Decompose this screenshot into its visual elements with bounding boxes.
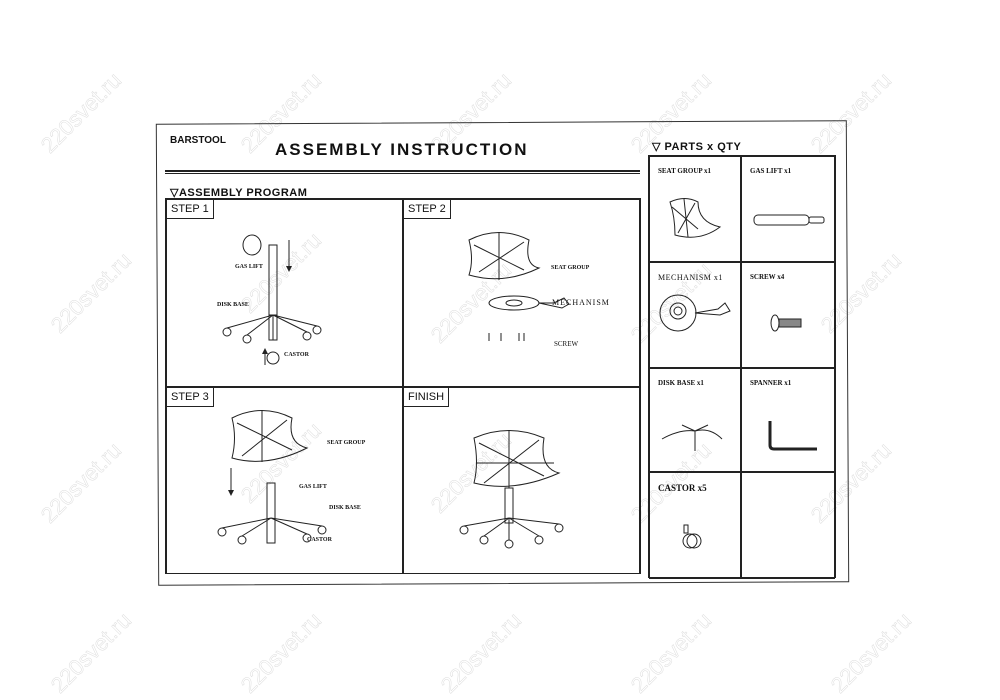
step-1-label: STEP 1 <box>167 200 214 219</box>
screw-icon <box>770 314 802 332</box>
gas-lift-icon <box>753 214 825 226</box>
callout-seat-group: SEAT GROUP <box>327 440 366 446</box>
callout-seat-group: SEAT GROUP <box>551 265 590 271</box>
part-mechanism: MECHANISM x1 <box>649 262 741 368</box>
brand-label: BARSTOOL <box>170 135 226 146</box>
step-3-cell: STEP 3 SEAT GROUP GAS LIFT DISK BASE CAS… <box>166 387 403 574</box>
triangle-icon: ▽ <box>652 141 665 153</box>
part-empty-cell <box>741 472 835 579</box>
step-3-illustration <box>217 410 327 545</box>
watermark-text: 220svet.ru <box>35 67 127 158</box>
step-2-cell: STEP 2 SEAT GROUP MECHANISM SCREW <box>403 199 640 387</box>
watermark-text: 220svet.ru <box>825 607 917 698</box>
step-2-illustration <box>468 232 570 341</box>
callout-mechanism: MECHANISM <box>552 298 610 307</box>
parts-grid: SEAT GROUP x1 GAS LIFT x1 MECHANISM x1 S… <box>648 155 836 579</box>
parts-heading: ▽ PARTS x QTY <box>652 141 742 153</box>
part-label: SCREW x4 <box>750 273 785 281</box>
part-label: GAS LIFT x1 <box>750 167 792 175</box>
part-label: DISK BASE x1 <box>658 379 704 387</box>
watermark-text: 220svet.ru <box>235 607 327 698</box>
callout-disk-base: DISK BASE <box>329 505 361 511</box>
part-disk-base: DISK BASE x1 <box>649 368 741 472</box>
part-label: MECHANISM x1 <box>658 273 723 282</box>
part-label: SEAT GROUP x1 <box>658 167 712 175</box>
mechanism-icon <box>659 294 731 332</box>
disk-base-icon <box>661 424 723 451</box>
part-label: SPANNER x1 <box>750 379 792 387</box>
assembly-program-heading: ▽ASSEMBLY PROGRAM <box>170 187 308 199</box>
part-castor: CASTOR x5 <box>649 472 741 579</box>
part-screw: SCREW x4 <box>741 262 835 368</box>
callout-castor: CASTOR <box>284 352 309 358</box>
step-3-label: STEP 3 <box>167 388 214 407</box>
watermark-text: 220svet.ru <box>435 607 527 698</box>
part-seat-group: SEAT GROUP x1 <box>649 156 741 262</box>
part-gas-lift: GAS LIFT x1 <box>741 156 835 262</box>
title-rule <box>165 170 640 174</box>
callout-gas-lift: GAS LIFT <box>299 484 327 490</box>
triangle-icon: ▽ <box>170 187 179 199</box>
part-spanner: SPANNER x1 <box>741 368 835 472</box>
watermark-text: 220svet.ru <box>625 607 717 698</box>
finished-chair-illustration <box>459 430 564 549</box>
castor-icon <box>682 524 702 549</box>
callout-disk-base: DISK BASE <box>217 302 249 308</box>
finish-cell: FINISH <box>403 387 640 574</box>
seat-group-icon <box>669 198 722 238</box>
step-1-illustration <box>222 234 322 365</box>
watermark-text: 220svet.ru <box>35 437 127 528</box>
steps-panel: STEP 1 GAS LIFT DISK BASE CASTOR STEP 2 … <box>165 198 641 574</box>
page-title: ASSEMBLY INSTRUCTION <box>275 140 529 159</box>
step-1-cell: STEP 1 GAS LIFT DISK BASE CASTOR <box>166 199 403 387</box>
watermark-text: 220svet.ru <box>45 607 137 698</box>
spanner-icon <box>768 421 817 451</box>
callout-screw: SCREW <box>554 340 579 348</box>
callout-castor: CASTOR <box>307 537 332 543</box>
callout-gas-lift: GAS LIFT <box>235 264 263 270</box>
watermark-text: 220svet.ru <box>45 247 137 338</box>
finish-label: FINISH <box>404 388 450 407</box>
part-label: CASTOR x5 <box>658 483 707 493</box>
step-2-label: STEP 2 <box>404 200 451 219</box>
